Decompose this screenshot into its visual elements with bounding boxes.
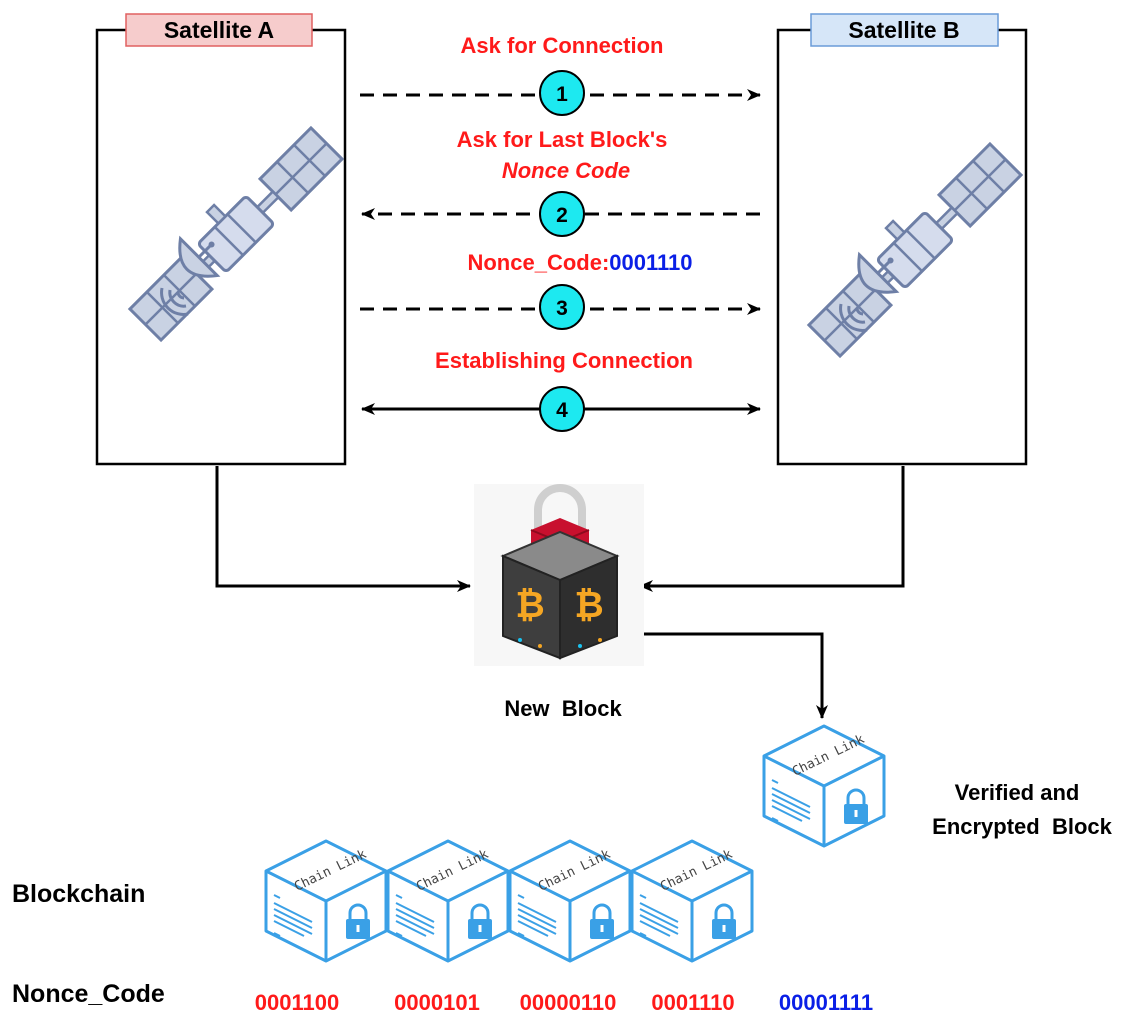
chain-block-3: Chain Link <box>508 839 632 963</box>
new-block-icon: ₿ ₿ <box>474 484 644 666</box>
nonce-code-2: 0000101 <box>394 990 480 1015</box>
svg-text:₿: ₿ <box>515 585 544 626</box>
step-4-label: Establishing Connection <box>435 348 693 373</box>
step-2-circle <box>539 191 585 237</box>
satellite-b-to-block-arrow <box>639 466 905 592</box>
step-1-label: Ask for Connection <box>461 33 664 58</box>
step-4-circle <box>539 386 585 432</box>
nonce-code-3: 00000110 <box>520 990 617 1015</box>
satellite-b-title-bg <box>810 13 999 47</box>
new-block-label: New Block <box>504 696 622 721</box>
nonce-code-label: Nonce_Code <box>12 980 165 1008</box>
step-3-number: 3 <box>556 297 568 320</box>
step-3-circle <box>539 284 585 330</box>
step-3-label-prefix: Nonce_Code: <box>467 250 609 275</box>
nonce-code-new: 00001111 <box>779 990 873 1015</box>
step-3-label: Nonce_Code:0001110 <box>467 250 692 275</box>
blockchain-label: Blockchain <box>12 880 145 908</box>
step-2-label-line2: Nonce Code <box>502 158 630 183</box>
verified-block-label-line1: Verified and <box>955 780 1080 805</box>
step-2-label-line1: Ask for Last Block's <box>457 127 668 152</box>
satellite-b-title: Satellite B <box>848 17 959 43</box>
svg-text:₿: ₿ <box>574 585 603 626</box>
nonce-code-1: 0001100 <box>255 990 339 1015</box>
chain-block-4: Chain Link <box>630 839 754 963</box>
verified-block-label-line2: Encrypted Block <box>932 814 1112 839</box>
chain-block-1: Chain Link <box>264 839 388 963</box>
step-2-number: 2 <box>556 204 568 227</box>
step-1-circle <box>539 70 585 116</box>
satellite-a-title-bg <box>125 13 313 47</box>
nonce-code-4: 0001110 <box>651 990 734 1015</box>
verified-block-cube: Chain Link <box>762 724 886 848</box>
step-3-label-value: 0001110 <box>609 250 692 275</box>
step-4-number: 4 <box>556 399 568 422</box>
satellite-a-to-block-arrow <box>215 466 471 592</box>
step-1-number: 1 <box>556 83 568 106</box>
chain-block-2: Chain Link <box>386 839 510 963</box>
block-to-verified-arrow <box>626 632 828 719</box>
satellite-a-title: Satellite A <box>164 17 274 43</box>
